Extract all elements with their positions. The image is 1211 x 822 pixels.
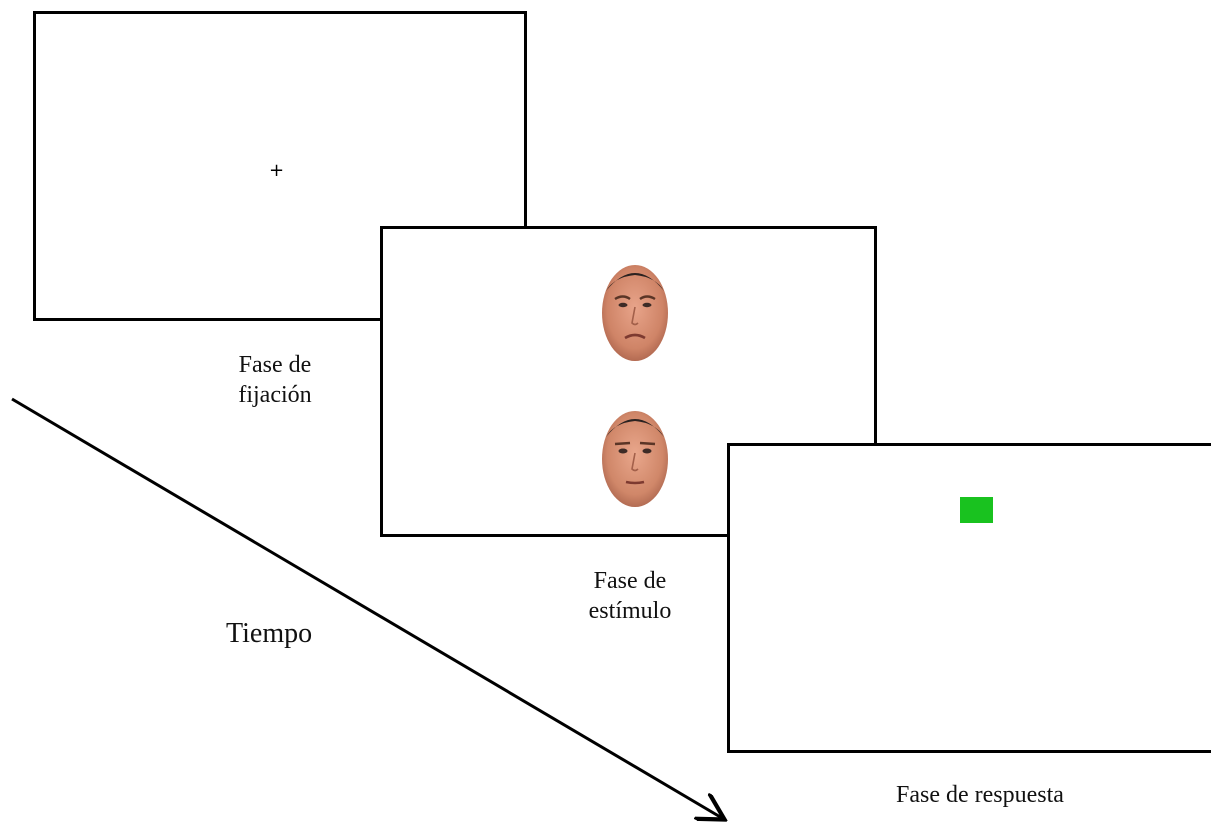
response-screen — [727, 443, 1211, 753]
caption-fixation-line1: Fase de — [238, 352, 312, 378]
green-target-square — [960, 497, 993, 523]
time-label: Tiempo — [226, 618, 313, 649]
caption-stimulus-line1: Fase de — [593, 568, 667, 594]
caption-stimulus-phase: Fase de estímulo — [555, 566, 705, 626]
caption-fixation-phase: Fase de fijación — [200, 350, 350, 410]
caption-fixation-line2: fijación — [238, 382, 312, 408]
neutral-face-image — [602, 411, 668, 507]
sad-face-image — [602, 265, 668, 361]
caption-stimulus-line2: estímulo — [588, 598, 672, 624]
fixation-cross: + — [269, 160, 285, 181]
caption-response-phase: Fase de respuesta — [896, 782, 1064, 808]
